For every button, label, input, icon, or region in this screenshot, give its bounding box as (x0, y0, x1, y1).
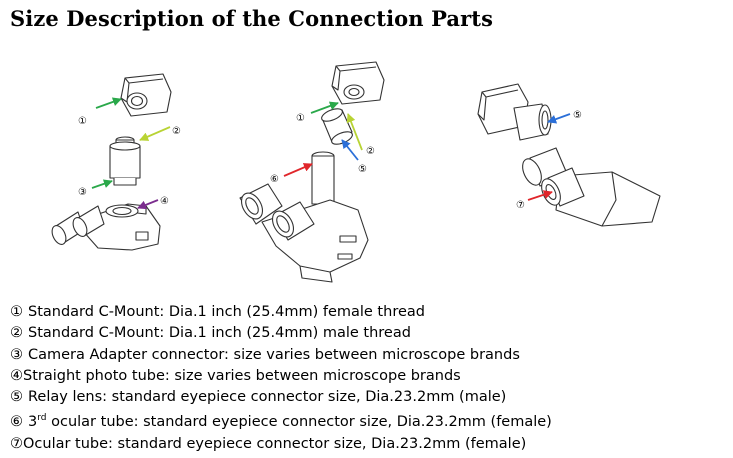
camera-left (120, 73, 172, 117)
legend-item-2: ② Standard C-Mount: Dia.1 inch (25.4mm) m… (10, 323, 552, 344)
arrow-1-left (95, 97, 122, 109)
callout-1-left: ① (78, 116, 87, 127)
arrow-3-left (91, 179, 113, 189)
callout-3-left: ③ (78, 187, 87, 198)
arrow-2-center (346, 113, 363, 151)
legend-item-7: ⑦Ocular tube: standard eyepiece connecto… (10, 434, 552, 455)
arrow-5-right (547, 113, 571, 124)
arrow-2-left (139, 126, 171, 141)
callout-6-center: ⑥ (270, 174, 279, 185)
relay-lens (321, 108, 353, 145)
legend-number: ⑤ (10, 389, 23, 406)
callout-5-center: ⑤ (358, 164, 367, 175)
callout-7-right: ⑦ (516, 200, 525, 211)
arrow-6-center (283, 163, 313, 177)
legend-superscript: rd (37, 413, 47, 424)
legend-text: Straight photo tube: size varies between… (23, 367, 461, 384)
legend-number: ④ (10, 367, 23, 384)
arrow-7-right (527, 190, 553, 201)
arrow-1-center (310, 101, 339, 114)
camera-center (331, 61, 385, 105)
legend-item-5: ⑤ Relay lens: standard eyepiece connector… (10, 387, 552, 408)
legend-text: Camera Adapter connector: size varies be… (28, 346, 520, 363)
legend-number: ③ (10, 346, 23, 363)
legend-text: ocular tube: standard eyepiece connector… (46, 414, 552, 431)
binocular-head-right (522, 147, 661, 227)
callout-5-right: ⑤ (573, 110, 582, 121)
callout-4-left: ④ (160, 196, 169, 207)
microscope-head-left (51, 203, 161, 251)
connection-diagram: ① ② ③ ④ ① ② ⑤ ⑥ ⑤ ⑦ (51, 61, 661, 283)
callout-2-left: ② (172, 126, 181, 137)
relay-lens-right (513, 103, 552, 141)
legend-text: Ocular tube: standard eyepiece connector… (23, 435, 527, 452)
legend-item-3: ③ Camera Adapter connector: size varies b… (10, 345, 552, 366)
legend-prefix: 3 (28, 414, 38, 431)
legend-text: Relay lens: standard eyepiece connector … (28, 389, 507, 406)
legend-number: ① (10, 304, 23, 320)
callout-2-center: ② (366, 146, 375, 157)
legend-number: ⑦ (10, 435, 23, 452)
legend-item-4: ④Straight photo tube: size varies betwee… (10, 366, 552, 387)
arrow-5-center (341, 139, 359, 161)
callout-1-center: ① (296, 113, 305, 124)
legend-text: Standard C-Mount: Dia.1 inch (25.4mm) ma… (28, 325, 411, 342)
arrow-4-left (137, 199, 159, 210)
legend-list: ① Standard C-Mount: Dia.1 inch (25.4mm) f… (10, 302, 552, 455)
legend-number: ② (10, 325, 23, 342)
legend-item-1: ① Standard C-Mount: Dia.1 inch (25.4mm) f… (10, 302, 552, 323)
trinocular-head-center (239, 151, 369, 283)
c-mount-adapter-left (109, 136, 141, 186)
legend-text: Standard C-Mount: Dia.1 inch (25.4mm) fe… (28, 304, 425, 320)
legend-number: ⑥ (10, 414, 23, 431)
page-title: Size Description of the Connection Parts (10, 6, 493, 31)
